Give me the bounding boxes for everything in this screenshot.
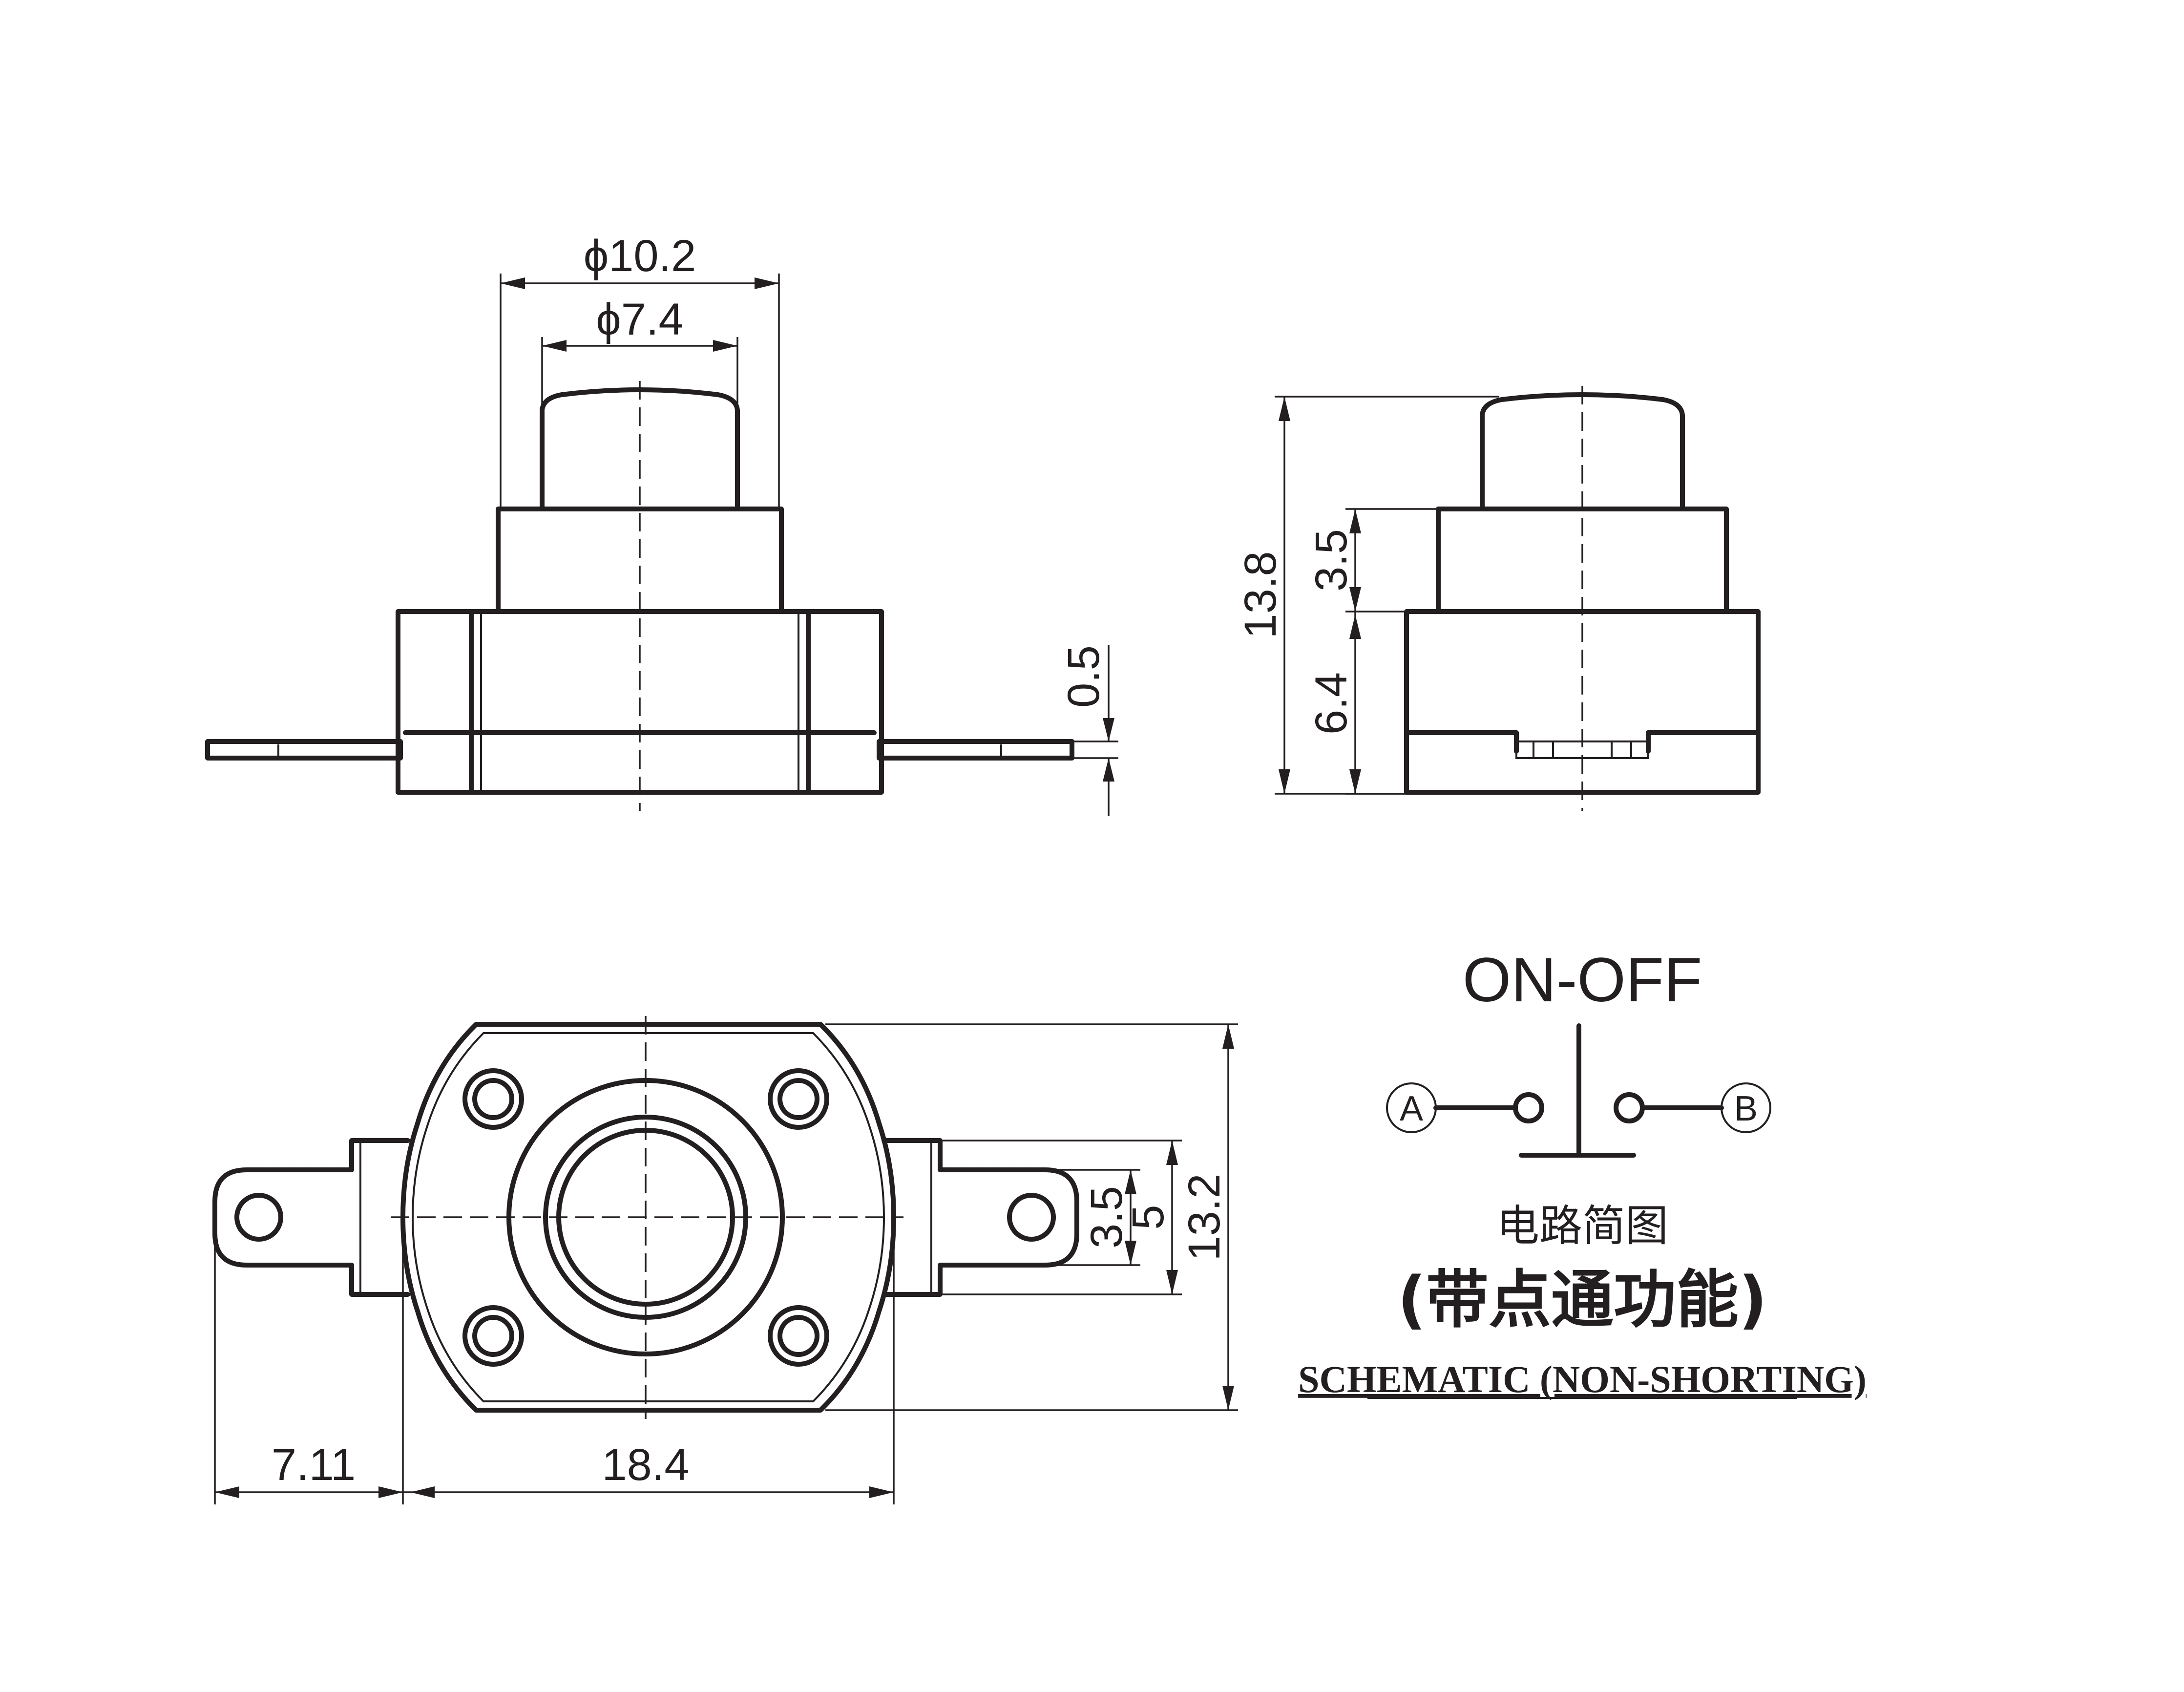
top-left-tab [212, 1138, 410, 1297]
dim-outer-diameter: ϕ10.2 [584, 231, 696, 281]
mounting-holes [462, 1068, 829, 1367]
top-body-outline [400, 1022, 896, 1413]
schematic-mode-title: ON-OFF [1463, 945, 1702, 1015]
dim-total-height: 13.8 [1236, 551, 1285, 638]
side-view: 13.8 3.5 6.4 [1236, 386, 1761, 811]
dim-upper-height: 3.5 [1306, 529, 1356, 592]
top-right-tab [882, 1138, 1079, 1297]
front-right-terminal [877, 739, 1074, 761]
dim-tab-width: 5 [1123, 1205, 1173, 1229]
front-view: ϕ10.2 ϕ7.4 0.5 [205, 231, 1118, 816]
top-right-tab-hole [1007, 1193, 1056, 1242]
front-left-terminal [205, 739, 403, 761]
front-neck [496, 507, 784, 614]
contact-b [1614, 1092, 1645, 1123]
schematic-caption-cn: 电路简图 [1496, 1201, 1668, 1251]
dim-slot-width: 3.5 [1082, 1186, 1132, 1248]
dim-body-height: 13.2 [1179, 1173, 1229, 1261]
dim-terminal-thickness: 0.5 [1059, 645, 1109, 708]
contact-a [1513, 1092, 1544, 1123]
top-left-tab-hole [234, 1193, 283, 1242]
schematic-caption-cn-sub: (带点通功能) [1397, 1264, 1767, 1336]
dim-base-height: 6.4 [1306, 672, 1356, 735]
terminal-b-symbol [1721, 1082, 1771, 1133]
terminal-b-label: B [1734, 1089, 1758, 1128]
top-view: 7.11 18.4 3.5 5 13.2 [212, 1016, 1238, 1504]
schematic: ON-OFF A B 电路简图 (带点通功能) SCHEMATIC (NON-S… [1298, 945, 1867, 1400]
schematic-caption-en: SCHEMATIC (NON-SHORTING) [1298, 1358, 1867, 1400]
dim-tab-length: 7.11 [272, 1440, 356, 1490]
dim-inner-diameter: ϕ7.4 [596, 295, 683, 344]
dim-body-width: 18.4 [602, 1440, 689, 1490]
terminal-a-label: A [1400, 1089, 1423, 1128]
